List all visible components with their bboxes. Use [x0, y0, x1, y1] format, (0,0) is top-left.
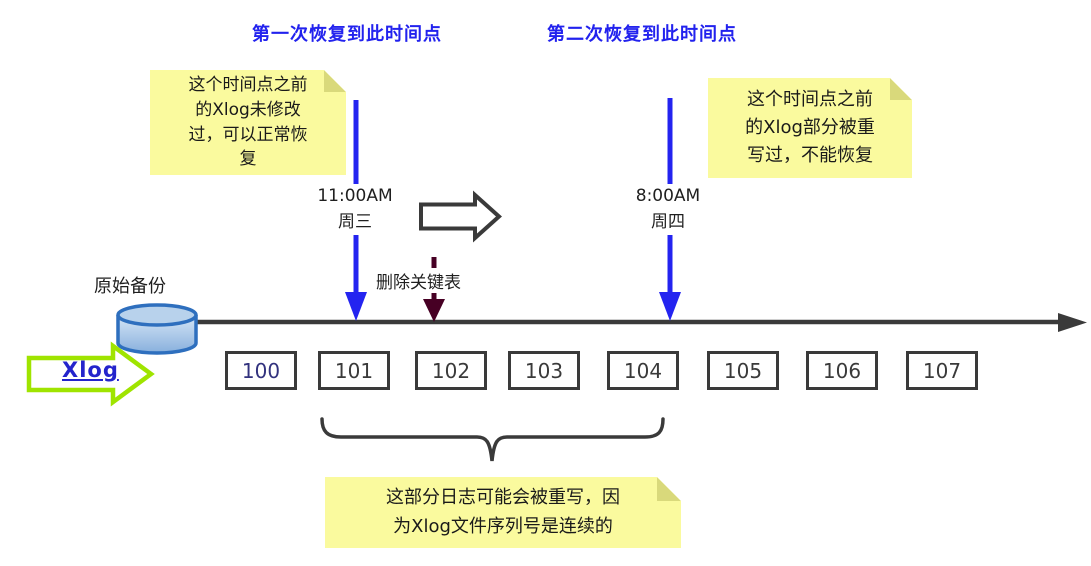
note-left-text: 这个时间点之前 的Xlog未修改 过，可以正常恢 复 — [188, 75, 308, 170]
note-right-text: 这个时间点之前 的Xlog部分被重 写过，不能恢复 — [745, 89, 875, 166]
second-timestamp-label: 8:00AM 周四 — [613, 184, 723, 235]
block-arrow-icon — [419, 190, 502, 243]
xlog-label: Xlog — [62, 358, 119, 382]
first-timestamp-label: 11:00AM 周三 — [300, 184, 410, 235]
note-left: 这个时间点之前 的Xlog未修改 过，可以正常恢 复 — [150, 70, 346, 175]
database-cylinder-icon — [116, 303, 198, 355]
xlog-segment-box-103: 103 — [508, 351, 580, 390]
note-fold-icon — [324, 70, 346, 92]
note-right: 这个时间点之前 的Xlog部分被重 写过，不能恢复 — [708, 78, 912, 178]
first-recovery-heading: 第一次恢复到此时间点 — [252, 24, 442, 45]
timeline-arrow — [150, 313, 1087, 332]
xlog-segment-box-104: 104 — [607, 351, 679, 390]
xlog-segment-box-107: 107 — [906, 351, 978, 390]
xlog-segment-box-105: 105 — [707, 351, 779, 390]
xlog-segment-box-102: 102 — [415, 351, 487, 390]
delete-event-label: 删除关键表 — [374, 268, 463, 293]
xlog-segment-box-106: 106 — [806, 351, 878, 390]
second-recovery-heading: 第二次恢复到此时间点 — [547, 24, 737, 45]
xlog-arrow-icon — [26, 341, 155, 407]
note-bottom-text: 这部分日志可能会被重写，因 为Xlog文件序列号是连续的 — [386, 486, 620, 537]
xlog-segment-box-100: 100 — [225, 351, 297, 390]
brace-icon — [320, 417, 665, 462]
note-bottom: 这部分日志可能会被重写，因 为Xlog文件序列号是连续的 — [325, 477, 681, 548]
xlog-segment-box-101: 101 — [318, 351, 390, 390]
base-backup-label: 原始备份 — [94, 276, 166, 297]
note-fold-icon — [890, 78, 912, 100]
note-fold-icon — [657, 477, 681, 501]
